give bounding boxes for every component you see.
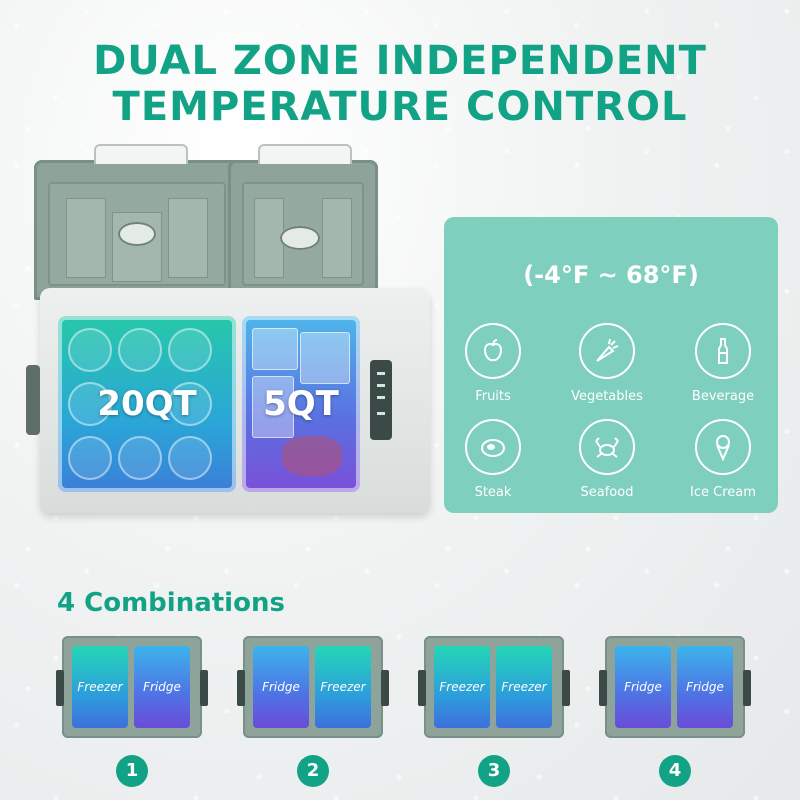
right-lid-badge bbox=[280, 226, 320, 250]
food-item-steak: Steak bbox=[438, 419, 548, 500]
zone-5qt-label: 5QT bbox=[263, 384, 339, 424]
combo-right-zone: Fridge bbox=[134, 646, 190, 728]
combination-number-3: 3 bbox=[478, 755, 510, 787]
control-panel bbox=[370, 360, 392, 440]
zone-20qt-label: 20QT bbox=[97, 384, 197, 424]
crab-icon bbox=[579, 419, 635, 475]
left-lid-badge bbox=[118, 222, 156, 246]
combination-2: Fridge Freezer bbox=[237, 636, 389, 738]
food-item-fruits: Fruits bbox=[438, 323, 548, 404]
page-title: DUAL ZONE INDEPENDENT TEMPERATURE CONTRO… bbox=[0, 38, 800, 130]
food-item-label: Seafood bbox=[580, 485, 634, 500]
combo-left-zone: Freezer bbox=[434, 646, 490, 728]
combo-right-zone: Fridge bbox=[677, 646, 733, 728]
title-line-2: TEMPERATURE CONTROL bbox=[112, 84, 688, 130]
food-item-label: Beverage bbox=[691, 389, 755, 404]
combo-right-zone: Freezer bbox=[315, 646, 371, 728]
combination-4: Fridge Fridge bbox=[599, 636, 751, 738]
left-lid bbox=[34, 144, 240, 300]
food-item-seafood: Seafood bbox=[552, 419, 662, 500]
combo-left-zone: Fridge bbox=[253, 646, 309, 728]
food-item-label: Vegetables bbox=[571, 389, 643, 404]
food-types-panel: (-4°F ~ 68°F) Fruits Vegetables Beverage… bbox=[444, 217, 778, 513]
steak-icon bbox=[465, 419, 521, 475]
food-item-vegetables: Vegetables bbox=[552, 323, 662, 404]
combo-left-zone: Freezer bbox=[72, 646, 128, 728]
food-item-label: Steak bbox=[474, 485, 512, 500]
food-item-ice-cream: Ice Cream bbox=[668, 419, 778, 500]
apple-icon bbox=[465, 323, 521, 379]
combination-number-2: 2 bbox=[297, 755, 329, 787]
bottle-icon bbox=[695, 323, 751, 379]
combination-number-4: 4 bbox=[659, 755, 691, 787]
carrot-icon bbox=[579, 323, 635, 379]
left-side-grip bbox=[26, 365, 40, 435]
food-item-label: Ice Cream bbox=[690, 485, 756, 500]
combo-left-zone: Fridge bbox=[615, 646, 671, 728]
right-lid bbox=[228, 144, 378, 300]
zone-5qt: 5QT bbox=[242, 316, 360, 492]
combo-right-zone: Freezer bbox=[496, 646, 552, 728]
cooler-illustration: 20QT 5QT bbox=[20, 144, 430, 520]
food-item-label: Fruits bbox=[475, 389, 511, 404]
title-line-1: DUAL ZONE INDEPENDENT bbox=[93, 38, 707, 84]
left-lid-handle bbox=[94, 144, 188, 164]
food-item-beverage: Beverage bbox=[668, 323, 778, 404]
right-lid-handle bbox=[258, 144, 352, 164]
temperature-range: (-4°F ~ 68°F) bbox=[523, 261, 699, 289]
zone-20qt: 20QT bbox=[58, 316, 236, 492]
combination-number-1: 1 bbox=[116, 755, 148, 787]
combination-1: Freezer Fridge bbox=[56, 636, 208, 738]
combination-3: Freezer Freezer bbox=[418, 636, 570, 738]
combinations-title: 4 Combinations bbox=[57, 588, 285, 618]
ice-cream-icon bbox=[695, 419, 751, 475]
